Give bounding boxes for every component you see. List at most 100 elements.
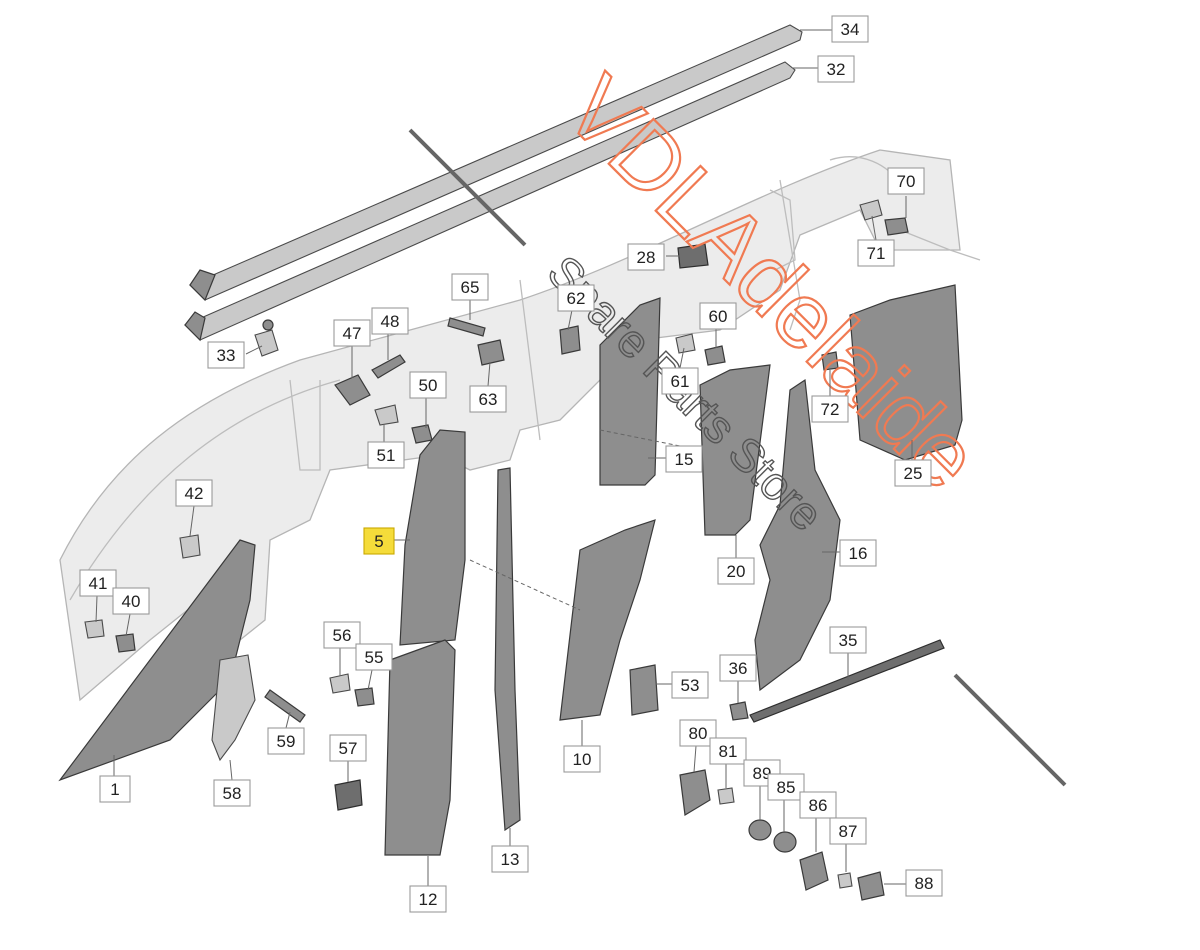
part-47-bracket (334, 374, 371, 406)
part-32-roof-rail-strip (184, 61, 796, 342)
callout-label: 41 (89, 574, 108, 593)
callout-40: 40 (112, 587, 150, 637)
callout-leader-line (245, 345, 263, 355)
callout-70: 70 (887, 167, 925, 218)
callout-16: 16 (822, 539, 877, 567)
callout-box (839, 539, 877, 567)
callout-box (857, 239, 895, 267)
callout-leader-line (125, 613, 131, 637)
callout-box (671, 671, 709, 699)
part-48-screw (371, 354, 406, 379)
callout-label: 65 (461, 278, 480, 297)
callout-label: 42 (185, 484, 204, 503)
part-72-clip (821, 351, 839, 371)
callout-label: 57 (339, 739, 358, 758)
callout-box (811, 395, 849, 423)
callout-box (267, 727, 305, 755)
part-63-clip (477, 339, 505, 366)
callout-36: 36 (719, 654, 757, 703)
callout-box (665, 445, 703, 473)
callout-label: 71 (867, 244, 886, 263)
callout-47: 47 (333, 319, 371, 378)
callout-label: 47 (343, 324, 362, 343)
callout-55: 55 (355, 643, 393, 691)
callout-box (112, 587, 150, 615)
callout-label: 40 (122, 592, 141, 611)
callout-85: 85 (767, 773, 805, 832)
part-70-71-fasteners (859, 199, 909, 236)
part-33-clip (254, 319, 279, 357)
callout-label: 20 (727, 562, 746, 581)
callout-label: 34 (841, 20, 860, 39)
callout-58: 58 (213, 759, 251, 807)
callout-box (323, 621, 361, 649)
callout-box (829, 817, 867, 845)
callout-label: 5 (374, 532, 383, 551)
callout-box (79, 569, 117, 597)
callout-label: 88 (915, 874, 934, 893)
part-34-roof-rail-strip (189, 24, 803, 302)
callout-label: 12 (419, 890, 438, 909)
callout-41: 41 (79, 569, 117, 623)
callout-81: 81 (709, 737, 747, 788)
callout-box (799, 791, 837, 819)
part-5-pillar-trim-upper (399, 429, 466, 646)
callout-box (767, 773, 805, 801)
callout-box (905, 869, 943, 897)
callout-56: 56 (323, 621, 361, 676)
callout-box (329, 734, 367, 762)
callout-1: 1 (99, 755, 131, 803)
callout-65: 65 (451, 273, 489, 320)
part-10-pillar-trim (559, 519, 656, 721)
callout-label: 56 (333, 626, 352, 645)
part-16-trim-panel (754, 378, 841, 692)
callout-box (355, 643, 393, 671)
callout-label: 53 (681, 676, 700, 695)
callout-label: 55 (365, 648, 384, 667)
callout-label: 89 (753, 764, 772, 783)
callout-88: 88 (884, 869, 943, 897)
part-53-clip (629, 664, 659, 716)
part-12-pillar-trim-lower (384, 639, 456, 856)
callout-50: 50 (409, 371, 447, 428)
callout-20: 20 (717, 535, 755, 585)
callout-label: 35 (839, 631, 858, 650)
callout-10: 10 (563, 720, 601, 773)
callout-label: 10 (573, 750, 592, 769)
callout-label: 81 (719, 742, 738, 761)
callout-box (661, 367, 699, 395)
part-60-61-fasteners (675, 333, 726, 366)
callout-86: 86 (799, 791, 837, 852)
callout-62: 62 (557, 284, 595, 331)
callout-label: 60 (709, 307, 728, 326)
callout-label: 13 (501, 850, 520, 869)
callout-leader-line (229, 759, 233, 781)
callout-34: 34 (800, 15, 869, 43)
callout-box (409, 885, 447, 913)
callout-box (371, 307, 409, 335)
callout-box (207, 341, 245, 369)
callout-71: 71 (857, 215, 895, 267)
callout-label: 70 (897, 172, 916, 191)
callout-box (894, 459, 932, 487)
callout-box (719, 654, 757, 682)
callout-box (363, 527, 395, 555)
callout-box (717, 557, 755, 585)
callout-box (469, 385, 507, 413)
callout-51: 51 (367, 424, 405, 469)
callout-42: 42 (175, 479, 213, 537)
callout-box (213, 779, 251, 807)
callout-label: 51 (377, 446, 396, 465)
part-42-clip (179, 534, 201, 559)
callout-63: 63 (469, 361, 507, 413)
callout-box (817, 55, 855, 83)
callout-80: 80 (679, 719, 717, 773)
callout-box (563, 745, 601, 773)
callout-leader-line (487, 361, 491, 387)
part-36-screw (729, 701, 749, 721)
callout-48: 48 (371, 307, 409, 360)
callout-box (627, 243, 665, 271)
callout-label: 63 (479, 390, 498, 409)
